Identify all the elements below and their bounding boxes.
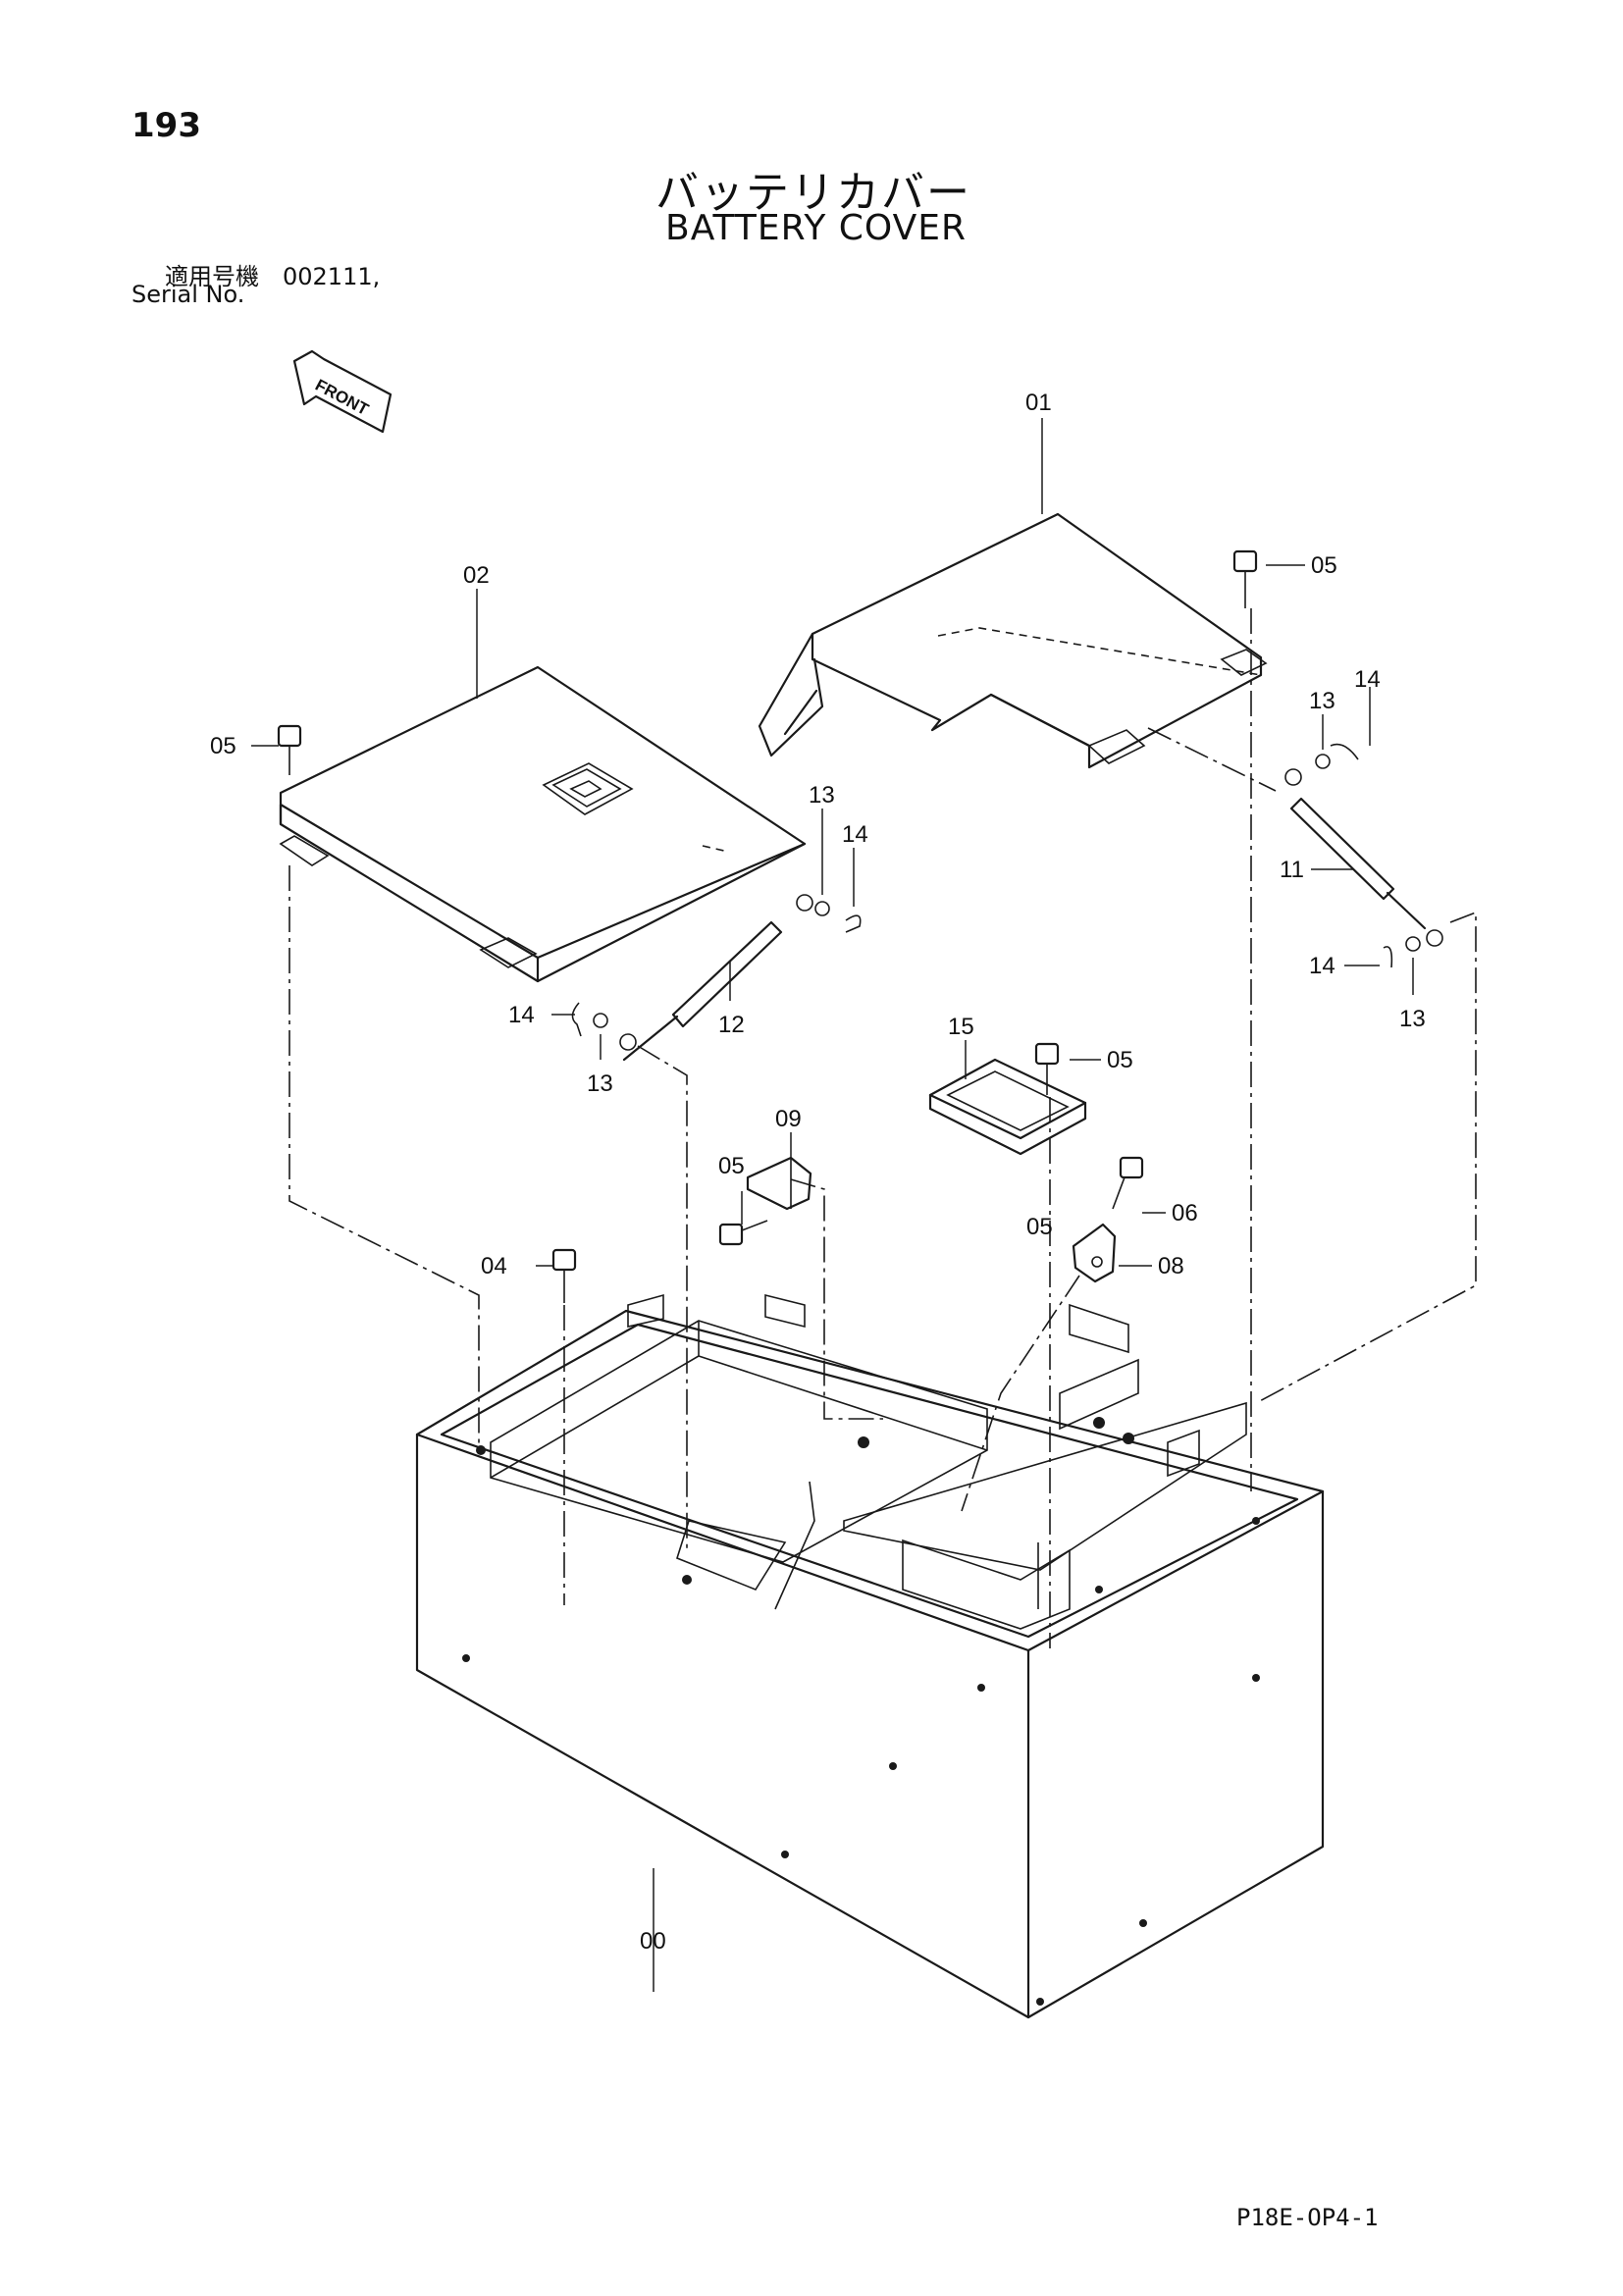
- callout-label: 14: [508, 1002, 535, 1028]
- callout-label: 14: [1354, 666, 1381, 693]
- callout-label: 05: [1026, 1214, 1053, 1240]
- hinged-lid-part-02: [279, 665, 807, 983]
- page-title-japanese: バッテリカバー: [655, 168, 971, 218]
- bolt-icon: [277, 549, 1258, 1303]
- callout-label: 01: [1025, 390, 1052, 416]
- callout-label: 12: [718, 1012, 745, 1038]
- callout-label: 00: [640, 1928, 666, 1955]
- drawing-code: P18E-OP4-1: [1236, 2204, 1379, 2231]
- washers-part-13: [593, 754, 1421, 1028]
- page-number: 193: [131, 106, 201, 145]
- callout-label: 11: [1280, 857, 1304, 883]
- callout-label: 05: [1311, 552, 1337, 579]
- gas-spring-part-11: [1284, 768, 1443, 947]
- callout-labels: 00 01 02 04 05 05 05 05 05 06 08 09 11 1…: [210, 390, 1426, 1955]
- callout-label: 04: [481, 1253, 507, 1279]
- serial-number-applicability: 適用号機 002111,: [165, 263, 381, 290]
- bracket-part-09: [746, 1156, 812, 1211]
- callout-label: 13: [587, 1070, 613, 1097]
- callout-label: 06: [1172, 1200, 1198, 1226]
- callout-label: 14: [842, 821, 868, 848]
- callout-label: 14: [1309, 953, 1335, 979]
- callout-label: 15: [948, 1014, 974, 1040]
- callout-label: 13: [1309, 688, 1335, 714]
- page-title-english: BATTERY COVER: [665, 208, 967, 248]
- serial-number-label: Serial No.: [131, 281, 245, 308]
- front-direction-arrow: FRONT: [292, 349, 393, 434]
- callout-label: 05: [1107, 1047, 1133, 1073]
- assembly-lines: [288, 608, 1477, 1648]
- gas-spring-part-12: [619, 894, 813, 1062]
- battery-box-part-00: [415, 1293, 1325, 2019]
- callout-label: 08: [1158, 1253, 1184, 1279]
- callout-label: 09: [775, 1106, 802, 1132]
- callout-leaders: [251, 418, 1414, 1992]
- small-cover-part-15: [928, 1058, 1087, 1156]
- callout-label: 13: [809, 782, 835, 809]
- pins-part-14: [571, 743, 1393, 1037]
- callout-label: 05: [210, 733, 236, 759]
- callout-label: 02: [463, 562, 490, 589]
- upper-cover-part-01: [758, 512, 1268, 769]
- front-arrow-label: FRONT: [312, 376, 372, 420]
- callout-label: 05: [718, 1153, 745, 1179]
- plate-part-08: [1072, 1223, 1117, 1283]
- callout-label: 13: [1399, 1006, 1426, 1032]
